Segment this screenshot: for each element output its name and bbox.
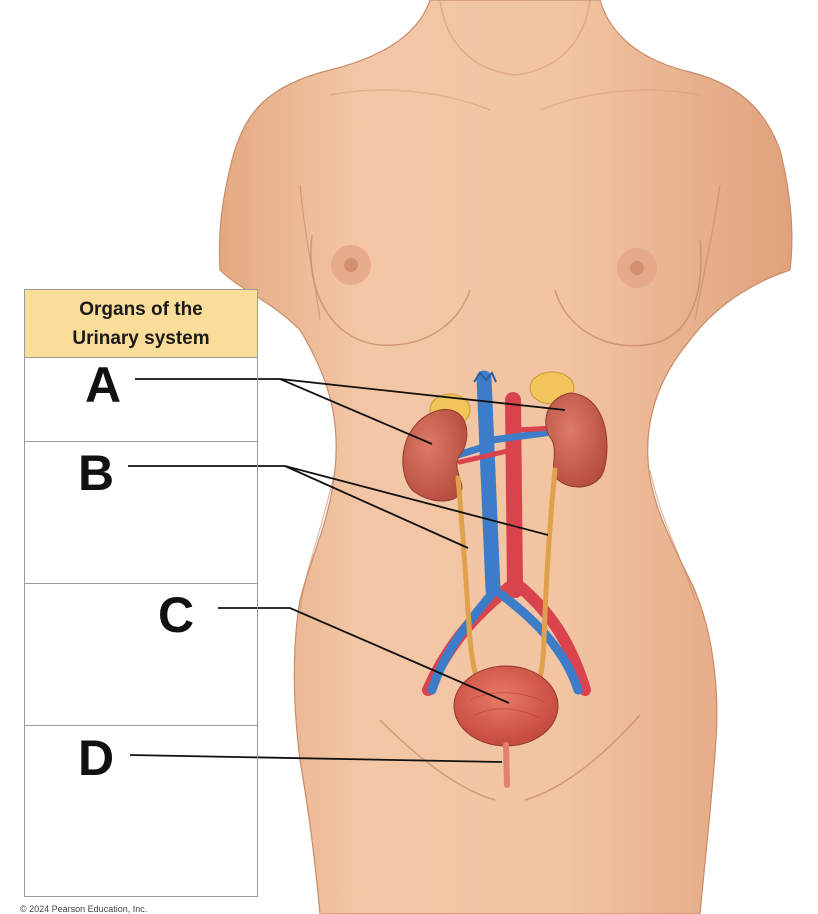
table-row-divider — [25, 725, 257, 726]
organ-answer-table: Organs of the Urinary system — [24, 289, 258, 897]
left-nipple-center — [344, 258, 358, 272]
table-row-divider — [25, 441, 257, 442]
inferior-vena-cava — [484, 378, 493, 590]
table-row-divider — [25, 583, 257, 584]
table-header-line-1: Organs of the — [79, 295, 203, 324]
copyright-notice: © 2024 Pearson Education, Inc. — [20, 904, 147, 914]
label-b: B — [78, 448, 114, 498]
label-c: C — [158, 590, 194, 640]
label-d: D — [78, 733, 114, 783]
table-header-line-2: Urinary system — [72, 324, 209, 353]
urethra — [506, 745, 507, 785]
urinary-bladder — [454, 666, 558, 746]
table-header: Organs of the Urinary system — [25, 290, 257, 358]
label-a: A — [85, 360, 121, 410]
right-nipple-center — [630, 261, 644, 275]
